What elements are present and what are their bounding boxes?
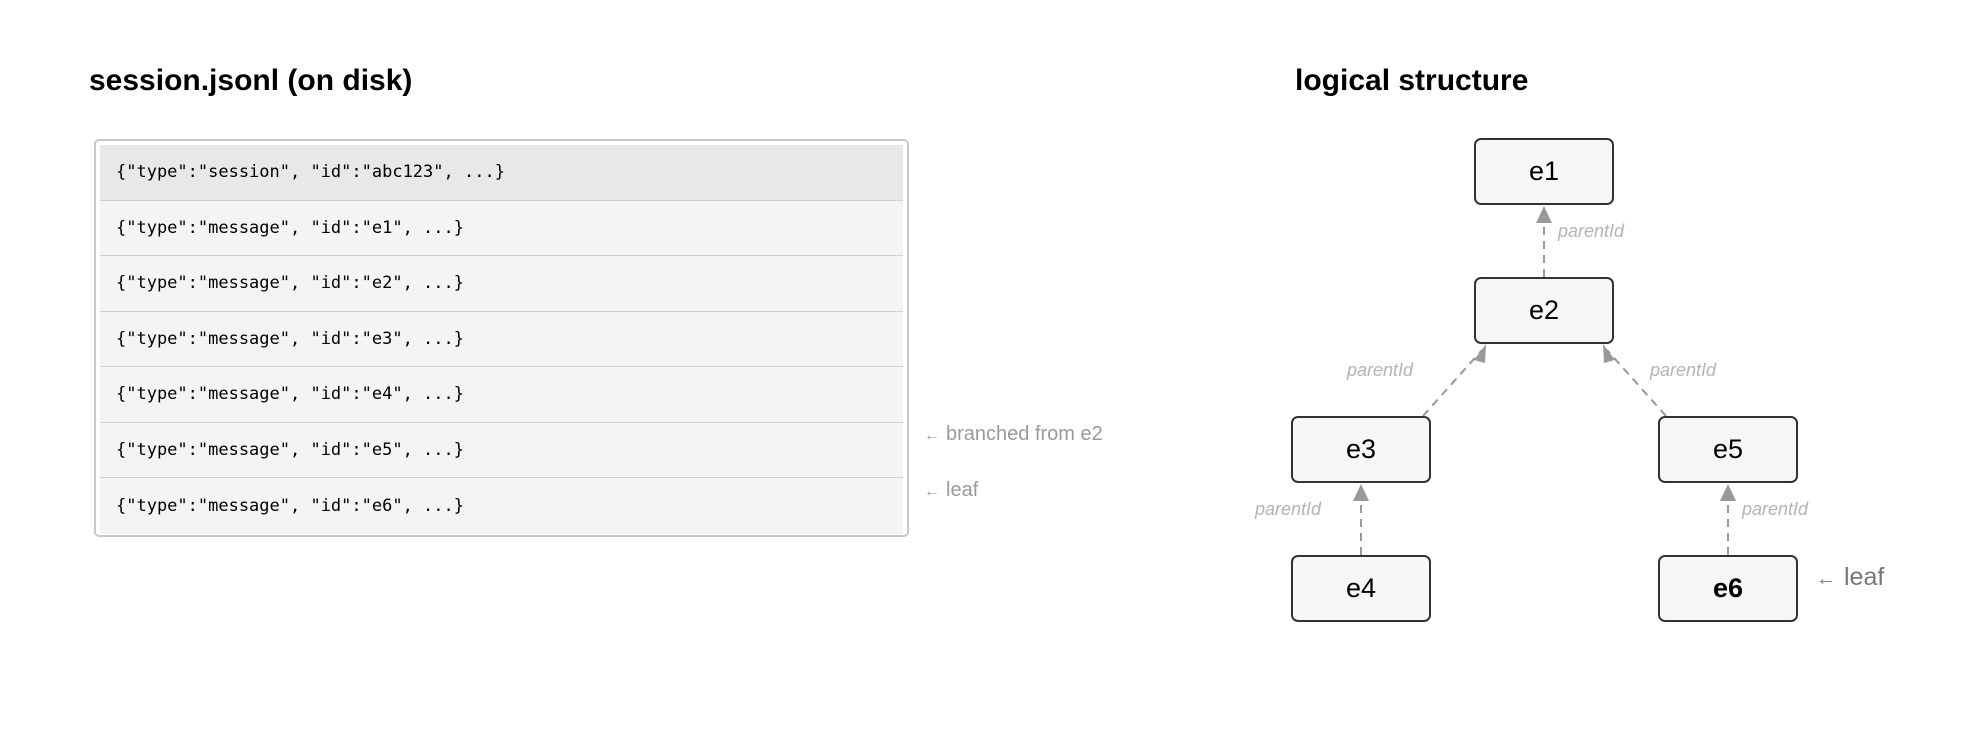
edge-label-e5-e2: parentId: [1650, 360, 1717, 380]
annotation-leaf: ← leaf: [924, 479, 978, 502]
file-row-e2: {"type":"message", "id":"e2", ...}: [100, 256, 903, 312]
file-row-e3: {"type":"message", "id":"e3", ...}: [100, 311, 903, 367]
node-e5: e5: [1658, 416, 1798, 483]
left-arrow-icon: ←: [1816, 568, 1836, 590]
file-row-session: {"type":"session", "id":"abc123", ...}: [100, 145, 903, 201]
structure-panel-title: logical structure: [1295, 64, 1529, 97]
arrowhead-icon: [1474, 344, 1486, 363]
annotation-text: leaf: [946, 479, 979, 501]
node-e3: e3: [1291, 416, 1431, 483]
file-row-e1: {"type":"message", "id":"e1", ...}: [100, 200, 903, 256]
edge-label-e3-e2: parentId: [1347, 360, 1414, 380]
left-arrow-icon: ←: [924, 483, 940, 500]
arrowhead-icon: [1603, 344, 1615, 363]
edge-label-e4-e3: parentId: [1255, 499, 1322, 519]
file-row-e6: {"type":"message", "id":"e6", ...}: [100, 478, 903, 534]
edge-e3-e2: [1422, 349, 1483, 417]
node-e4: e4: [1291, 555, 1431, 622]
edge-e5-e2: [1606, 349, 1667, 417]
arrowhead-icon: [1353, 484, 1369, 501]
leaf-tag: ← leaf: [1816, 563, 1884, 592]
arrowhead-icon: [1720, 484, 1736, 501]
file-row-e4: {"type":"message", "id":"e4", ...}: [100, 367, 903, 423]
edge-label-e2-e1: parentId: [1558, 221, 1625, 241]
node-e1: e1: [1474, 138, 1614, 205]
annotation-branched: ← branched from e2: [924, 423, 1103, 446]
leaf-tag-text: leaf: [1844, 563, 1885, 591]
node-e2: e2: [1474, 277, 1614, 344]
node-e6: e6: [1658, 555, 1798, 622]
file-row-e5: {"type":"message", "id":"e5", ...}: [100, 422, 903, 478]
annotation-text: branched from e2: [946, 423, 1103, 445]
edge-label-e6-e5: parentId: [1742, 499, 1809, 519]
left-arrow-icon: ←: [924, 427, 940, 444]
file-panel-title: session.jsonl (on disk): [89, 64, 413, 97]
jsonl-file-box: {"type":"session", "id":"abc123", ...} {…: [94, 139, 909, 537]
